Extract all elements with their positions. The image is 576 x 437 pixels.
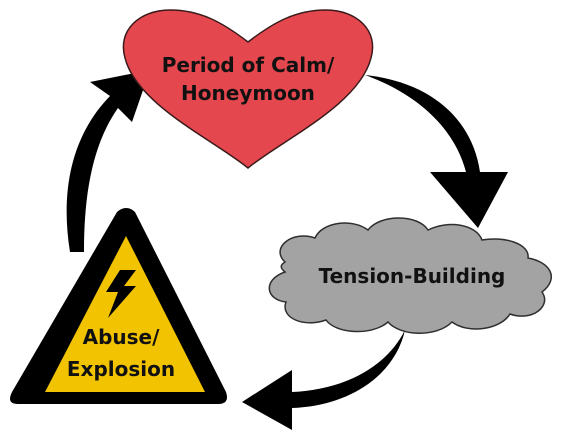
heart-node-calm: Period of Calm/ Honeymoon	[122, 9, 374, 169]
triangle-label-line1: Abuse/	[83, 325, 161, 349]
lightning-bolt-icon	[106, 270, 136, 318]
cloud-shape	[268, 217, 553, 334]
triangle-inner	[45, 236, 205, 392]
warning-triangle-node-abuse: Abuse/ Explosion	[10, 208, 227, 404]
triangle-label-line2: Explosion	[67, 357, 175, 381]
heart-label-line1: Period of Calm/	[162, 53, 335, 77]
cloud-label: Tension-Building	[319, 264, 506, 288]
heart-label-line2: Honeymoon	[181, 81, 315, 105]
cloud-node-tension: Tension-Building	[268, 217, 553, 334]
arrow-tension-to-abuse	[242, 330, 405, 430]
arrow-calm-to-tension	[365, 75, 508, 228]
heart-shape	[122, 9, 374, 169]
arrow-abuse-to-calm	[66, 70, 150, 252]
